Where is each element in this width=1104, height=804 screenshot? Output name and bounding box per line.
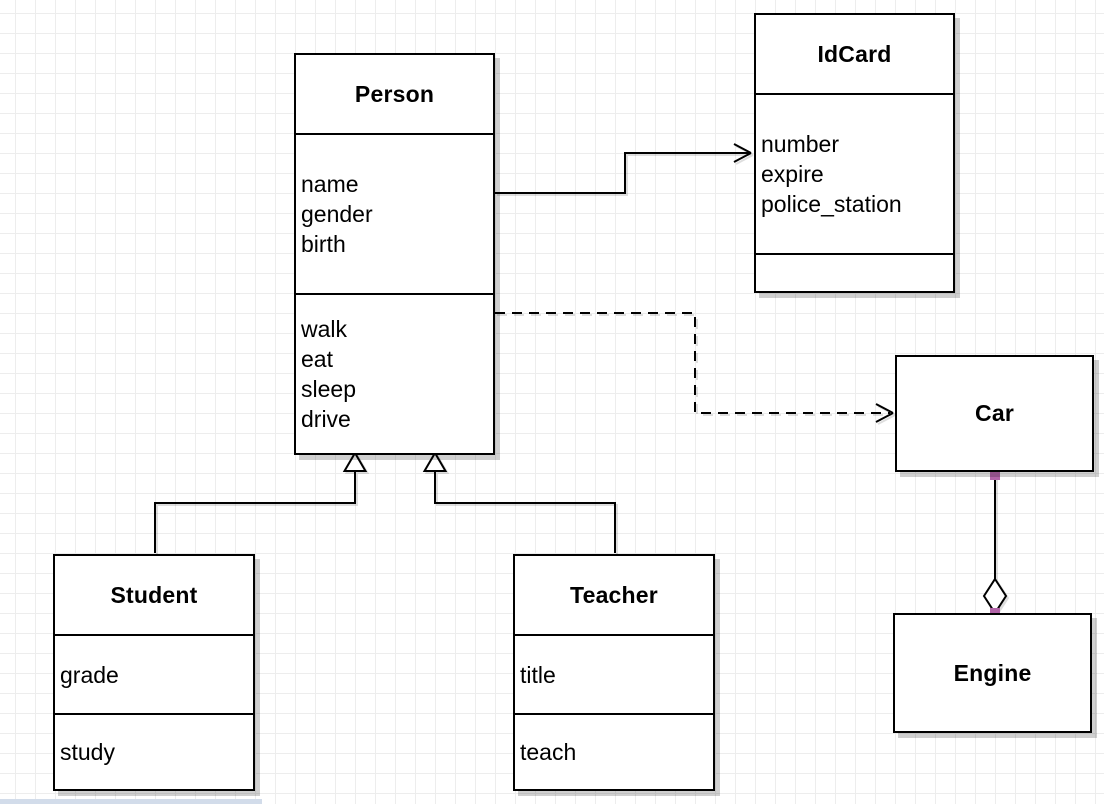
class-title: Person — [354, 80, 435, 107]
edge-person-idcard-association[interactable] — [495, 143, 752, 194]
edge-teacher-person-generalization[interactable] — [422, 451, 616, 553]
methods-compartment — [756, 253, 953, 291]
method-row: sleep — [301, 376, 356, 402]
edge-path[interactable] — [154, 471, 356, 553]
attribute-row: expire — [761, 161, 824, 187]
edge-person-car-dependency[interactable] — [495, 312, 894, 423]
edge-path[interactable] — [434, 471, 616, 553]
attribute-row: name — [301, 171, 359, 197]
edge-path[interactable] — [495, 312, 890, 414]
hollow-triangle-arrowhead-icon — [422, 451, 448, 472]
methods-compartment: study — [55, 713, 253, 789]
attributes-compartment: title — [515, 634, 713, 713]
method-row: study — [60, 739, 115, 765]
class-engine[interactable]: Engine — [893, 613, 1092, 733]
attribute-row: police_station — [761, 191, 902, 217]
methods-compartment: walk eat sleep drive — [296, 293, 493, 453]
class-idcard[interactable]: IdCard number expire police_station — [754, 13, 955, 293]
open-arrowhead-icon — [733, 143, 752, 163]
attribute-row: grade — [60, 661, 119, 688]
class-title: Student — [110, 581, 198, 608]
edge-path[interactable] — [495, 152, 750, 194]
method-row: walk — [301, 316, 348, 342]
edge-student-person-generalization[interactable] — [154, 451, 368, 553]
attribute-row: birth — [301, 231, 346, 257]
hollow-triangle-arrowhead-icon — [342, 451, 368, 472]
attribute-row: title — [520, 661, 556, 688]
window-edge-strip — [0, 799, 262, 804]
open-arrowhead-icon — [875, 403, 894, 423]
edge-car-engine-aggregation[interactable] — [982, 473, 1008, 615]
attributes-compartment: name gender birth — [296, 133, 493, 293]
class-title: IdCard — [817, 40, 892, 67]
class-car[interactable]: Car — [895, 355, 1094, 472]
attributes-compartment: grade — [55, 634, 253, 713]
attributes-compartment: number expire police_station — [756, 93, 953, 253]
class-person[interactable]: Person name gender birth walk eat sleep … — [294, 53, 495, 455]
method-row: teach — [520, 739, 577, 765]
class-title: Teacher — [570, 581, 658, 608]
attribute-row: gender — [301, 201, 373, 227]
method-row: drive — [301, 406, 351, 432]
methods-compartment: teach — [515, 713, 713, 789]
class-teacher[interactable]: Teacher title teach — [513, 554, 715, 791]
class-title: Car — [975, 400, 1014, 426]
attribute-row: number — [761, 131, 839, 157]
method-row: eat — [301, 346, 333, 372]
class-title: Engine — [953, 659, 1032, 686]
class-student[interactable]: Student grade study — [53, 554, 255, 791]
